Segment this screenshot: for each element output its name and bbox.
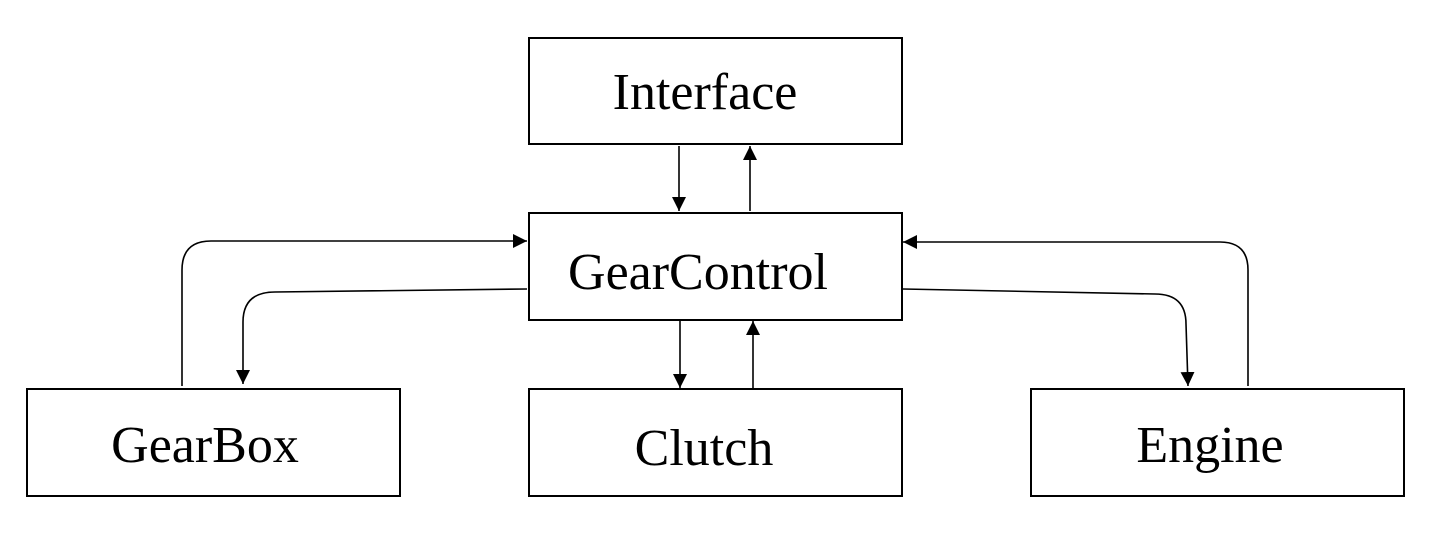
node-interface: Interface — [528, 37, 903, 145]
node-gearbox: GearBox — [26, 388, 401, 497]
node-interface-label: Interface — [613, 64, 798, 121]
edges — [181, 146, 1249, 388]
edge-gearcontrol-to-gearbox — [236, 288, 528, 384]
node-gearbox-label: GearBox — [111, 417, 299, 474]
node-clutch: Clutch — [528, 388, 903, 497]
node-clutch-box — [528, 388, 903, 497]
node-gearcontrol-box — [528, 212, 903, 321]
edge-engine-to-gearcontrol — [903, 235, 1249, 386]
edge-gearbox-to-gearcontrol — [181, 234, 527, 386]
node-gearcontrol-label: GearControl — [568, 244, 828, 301]
node-engine: Engine — [1030, 388, 1405, 497]
edge-gearcontrol-to-engine — [902, 288, 1195, 387]
node-clutch-label: Clutch — [635, 420, 774, 477]
node-gearbox-box — [26, 388, 401, 497]
node-engine-label: Engine — [1136, 417, 1283, 474]
node-gearcontrol: GearControl — [528, 212, 903, 321]
node-engine-box — [1030, 388, 1405, 497]
node-interface-box — [528, 37, 903, 145]
